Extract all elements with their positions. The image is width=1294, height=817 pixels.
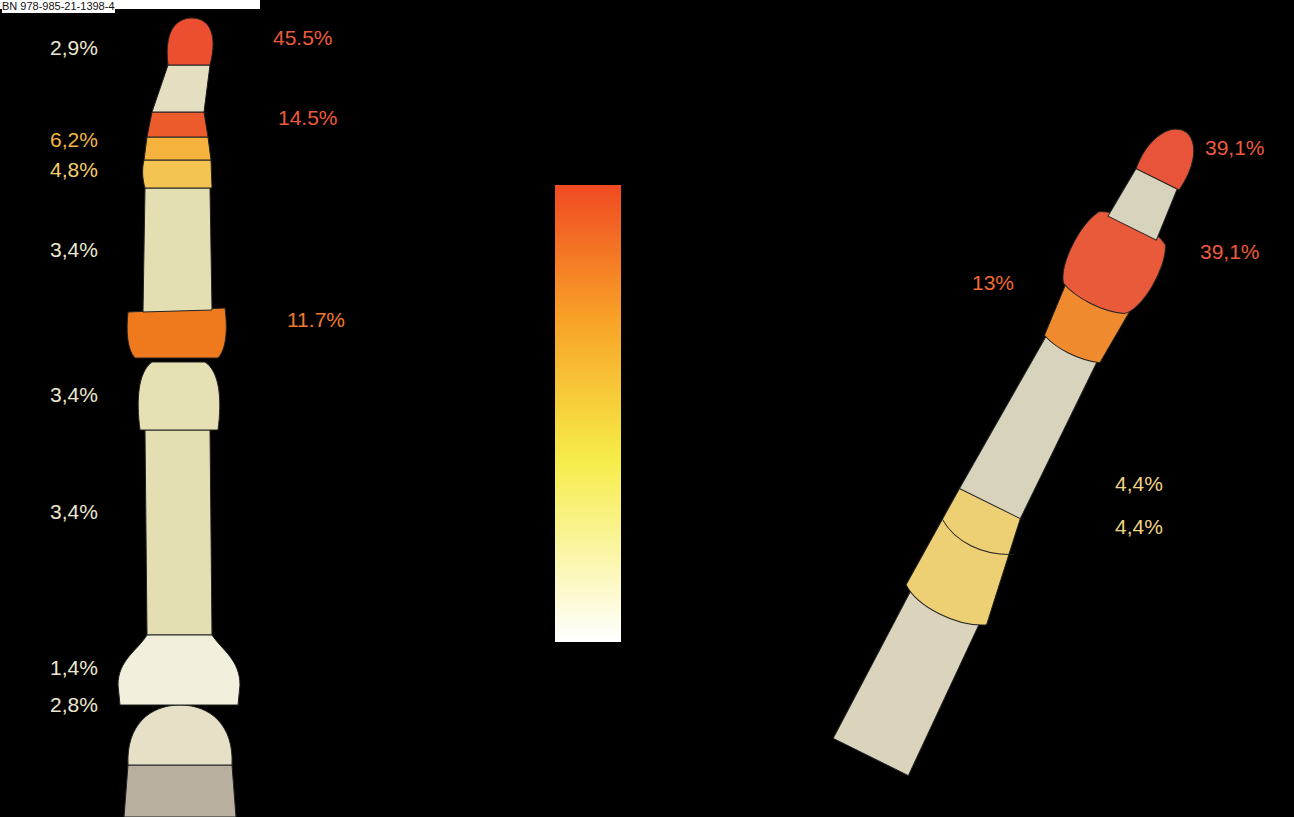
- percentage-label: 6,2%: [50, 128, 98, 152]
- percentage-label: 2,8%: [50, 693, 98, 717]
- percentage-label: 1,4%: [50, 656, 98, 680]
- percentage-label: 4,8%: [50, 158, 98, 182]
- isbn-text: BN 978-985-21-1398-4: [2, 0, 115, 13]
- percentage-label: 45.5%: [273, 26, 333, 50]
- percentage-label: 3,4%: [50, 383, 98, 407]
- percentage-label: 3,4%: [50, 500, 98, 524]
- percentage-label: 4,4%: [1115, 472, 1163, 496]
- percentage-label: 14.5%: [278, 106, 338, 130]
- percentage-label: 11.7%: [287, 308, 345, 332]
- percentage-label: 13%: [972, 271, 1014, 295]
- percentage-label: 39,1%: [1200, 240, 1260, 264]
- percentage-label: 4,4%: [1115, 515, 1163, 539]
- heat-scale-bar: [555, 185, 621, 642]
- bent-finger: [829, 109, 1223, 777]
- straight-finger: [118, 18, 240, 817]
- percentage-label: 3,4%: [50, 238, 98, 262]
- percentage-label: 39,1%: [1205, 136, 1265, 160]
- percentage-label: 2,9%: [50, 36, 98, 60]
